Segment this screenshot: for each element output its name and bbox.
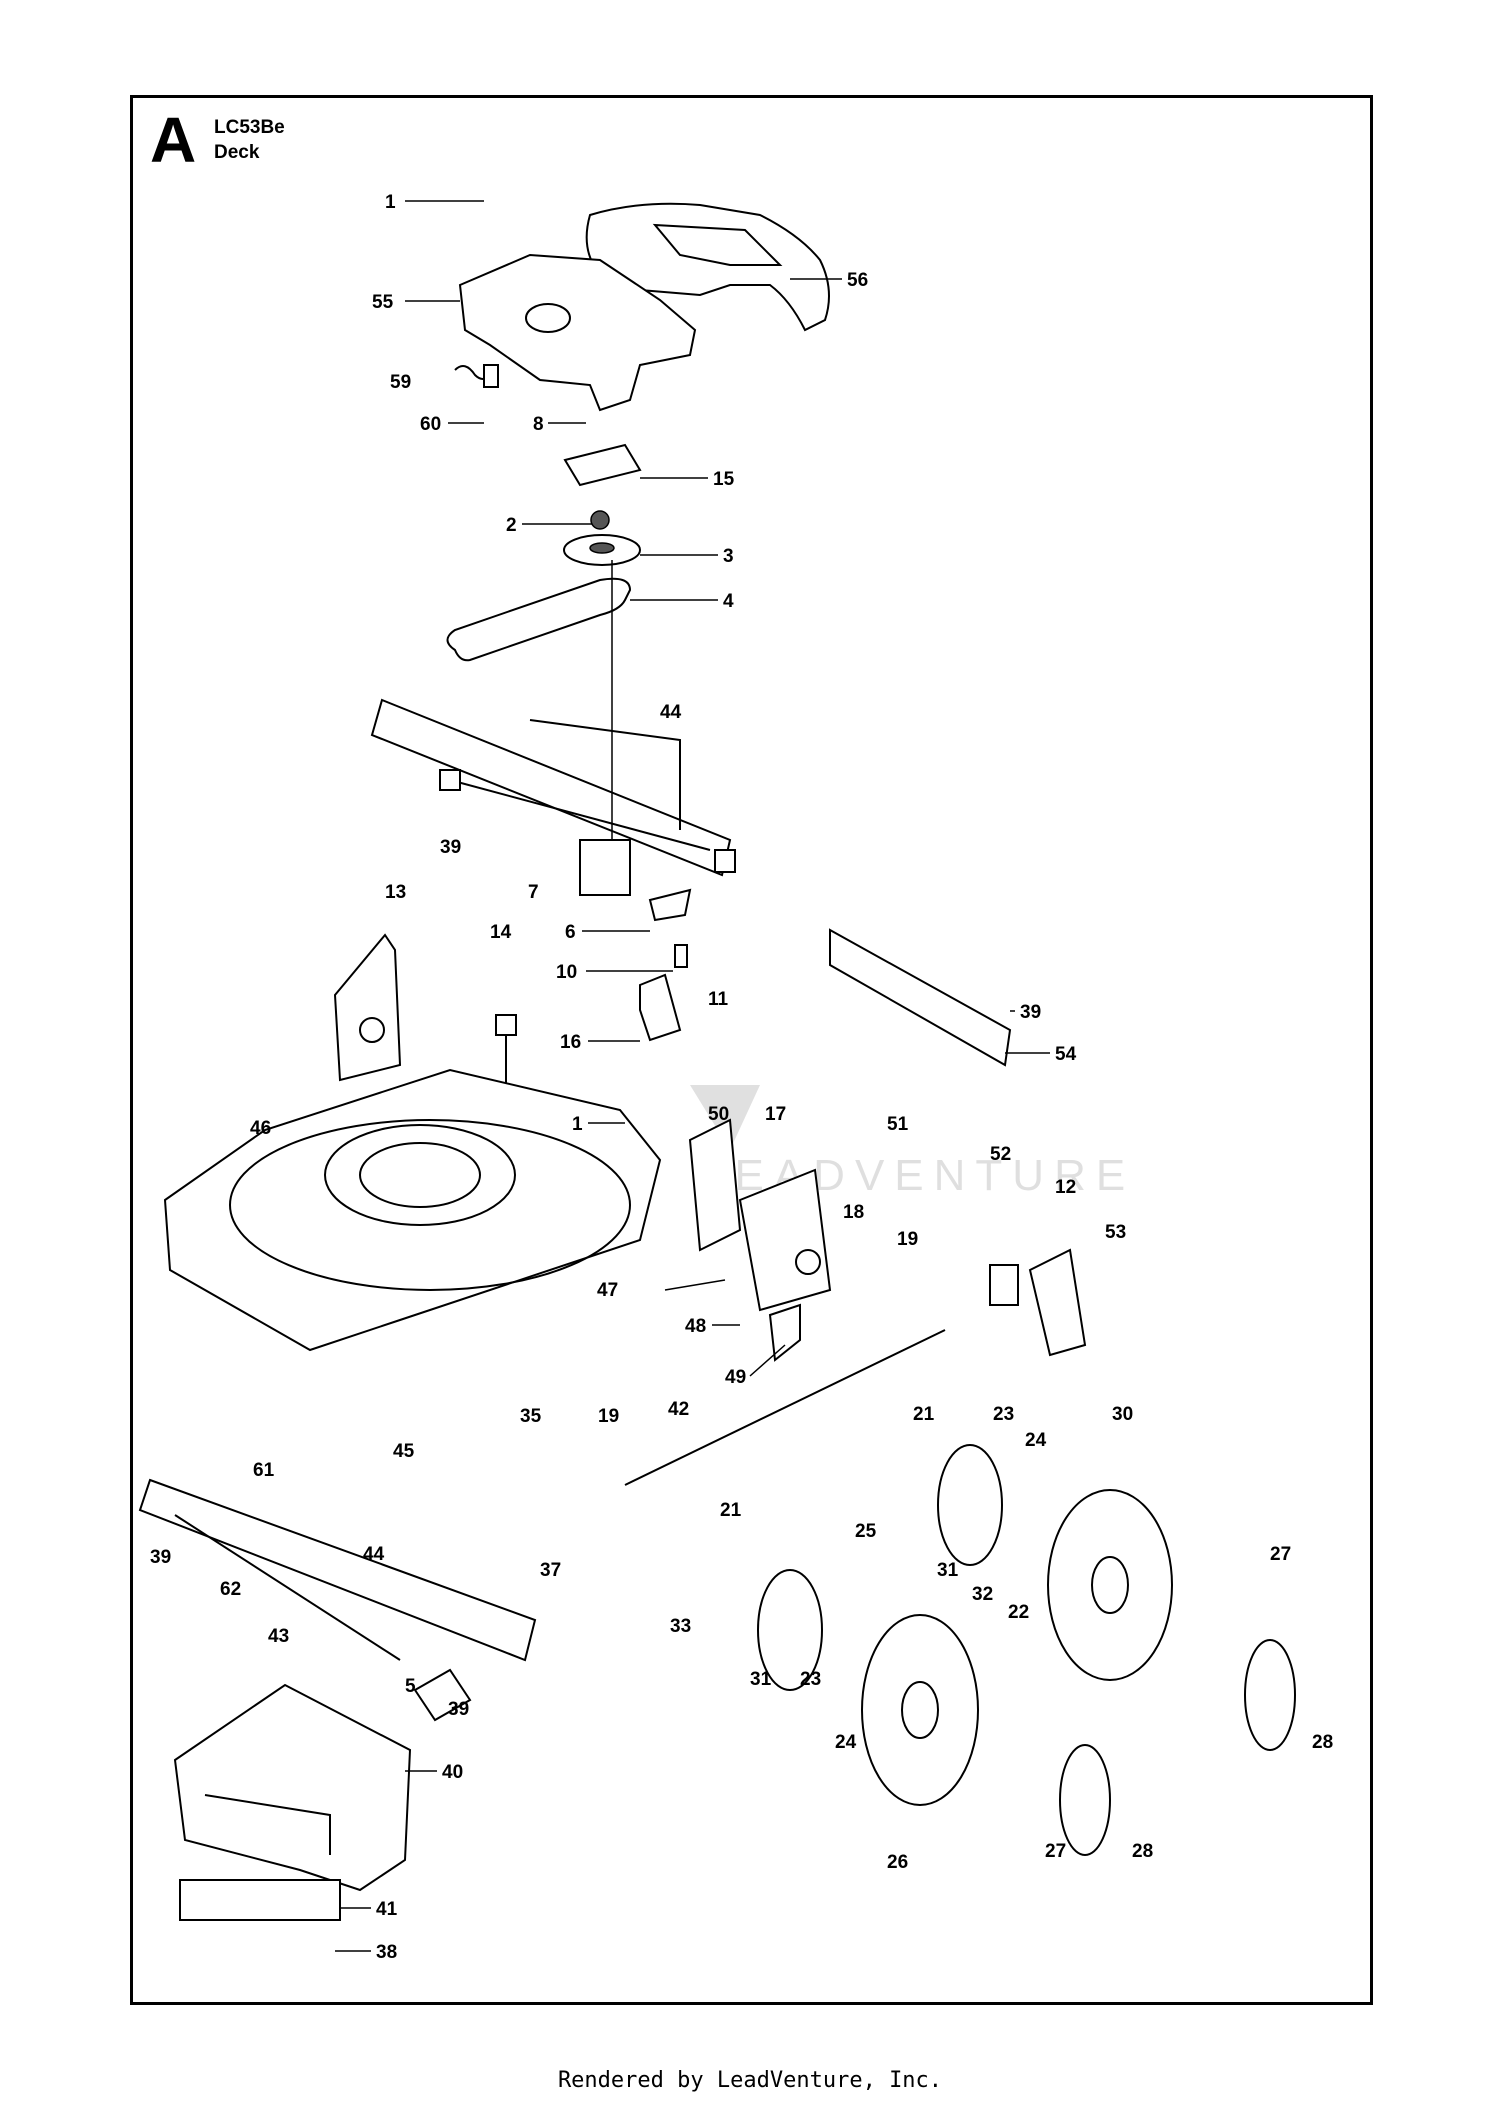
callout-17: 17	[765, 1104, 786, 1125]
callout-14: 14	[490, 922, 512, 943]
callout-55: 55	[372, 292, 394, 313]
callout-35: 35	[520, 1406, 542, 1427]
callout-26: 26	[887, 1852, 908, 1873]
callout-25: 25	[855, 1521, 877, 1542]
callout-18: 18	[843, 1202, 864, 1223]
spring-10	[674, 944, 688, 968]
callout-37: 37	[540, 1560, 561, 1581]
callout-39d: 39	[448, 1699, 469, 1720]
callout-19a: 19	[897, 1229, 918, 1250]
callout-21b: 21	[720, 1500, 742, 1521]
bracket-11	[639, 973, 682, 1042]
callout-59: 59	[390, 372, 411, 393]
model-name: LC53Be	[214, 117, 285, 138]
callout-10: 10	[556, 962, 577, 983]
callout-44b: 44	[363, 1544, 385, 1565]
wheel-disc-31-right	[937, 1444, 1003, 1566]
callout-44a: 44	[660, 702, 682, 723]
belt-4	[446, 577, 632, 662]
callout-22: 22	[1008, 1602, 1029, 1623]
callout-3: 3	[723, 546, 734, 567]
height-adjuster-50	[688, 1118, 832, 1362]
callout-2: 2	[506, 515, 517, 536]
callout-23a: 23	[993, 1404, 1014, 1425]
pulley-3	[563, 534, 641, 566]
upper-housing-part	[458, 253, 697, 412]
callout-39a: 39	[440, 837, 461, 858]
callout-48: 48	[685, 1316, 706, 1337]
callout-61: 61	[253, 1460, 275, 1481]
callout-labels: 1 55 56 59 60 8 15 2 3 4 44 39 7 13 14 6…	[150, 192, 1333, 1963]
callout-28a: 28	[1312, 1732, 1333, 1753]
callout-21a: 21	[913, 1404, 935, 1425]
callout-32: 32	[972, 1584, 993, 1605]
callout-12: 12	[1055, 1177, 1076, 1198]
callout-16: 54	[1055, 1044, 1077, 1065]
callout-15: 15	[713, 469, 735, 490]
callout-1b: 1	[572, 1114, 583, 1135]
callout-24a: 24	[1025, 1430, 1047, 1451]
callout-54: 39	[1020, 1002, 1041, 1023]
callout-11: 16	[560, 1032, 581, 1053]
callout-24b: 24	[835, 1732, 857, 1753]
wheel-cap-27-left	[1059, 1744, 1111, 1856]
wheel-disc-31-left	[757, 1569, 823, 1691]
callout-40: 40	[442, 1762, 463, 1783]
nut-2	[590, 510, 610, 530]
nut-60	[483, 364, 499, 388]
callout-39b: 11	[708, 989, 729, 1010]
callout-49: 49	[725, 1367, 746, 1388]
callout-1a: 1	[385, 192, 396, 213]
callout-52: 52	[990, 1144, 1011, 1165]
callout-43: 43	[268, 1626, 289, 1647]
callout-41: 41	[376, 1899, 398, 1920]
callout-4: 4	[723, 591, 734, 612]
callout-6: 6	[565, 922, 576, 943]
callout-27a: 27	[1270, 1544, 1291, 1565]
grass-catcher-40	[173, 1683, 412, 1921]
section-letter: A	[150, 104, 197, 176]
callout-5: 5	[405, 1676, 416, 1697]
diagram-frame	[130, 95, 1373, 2005]
front-wheel-26	[861, 1614, 979, 1806]
bracket-15	[563, 443, 642, 487]
height-lever-6	[648, 888, 692, 922]
callout-13: 13	[385, 882, 406, 903]
callout-19b: 19	[598, 1406, 619, 1427]
callout-39c: 39	[150, 1547, 171, 1568]
callout-60: 60	[420, 414, 441, 435]
callout-28b: 28	[1132, 1841, 1153, 1862]
callout-38: 38	[376, 1942, 397, 1963]
section-name: Deck	[214, 142, 260, 163]
callout-33: 33	[670, 1616, 691, 1637]
callout-31a: 31	[937, 1560, 959, 1581]
callout-7: 7	[528, 882, 539, 903]
callout-30: 30	[1112, 1404, 1133, 1425]
callout-8: 8	[533, 414, 544, 435]
callout-45: 45	[393, 1441, 415, 1462]
callout-23b: 23	[800, 1669, 821, 1690]
callout-56: 56	[847, 270, 868, 291]
rear-bar-16	[829, 928, 1012, 1067]
rear-axle-assembly	[370, 698, 736, 896]
callout-51: 51	[887, 1114, 909, 1135]
callout-31b: 31	[750, 1669, 772, 1690]
callout-42: 42	[668, 1399, 689, 1420]
callout-46: 46	[250, 1118, 271, 1139]
wheel-cap-27-right	[1244, 1639, 1296, 1751]
callout-62: 62	[220, 1579, 241, 1600]
callout-47: 47	[597, 1280, 618, 1301]
footer-credit: Rendered by LeadVenture, Inc.	[557, 2068, 943, 2093]
callout-53: 53	[1105, 1222, 1126, 1243]
side-plate-13	[333, 933, 402, 1082]
rear-wheel-30	[1047, 1489, 1173, 1681]
handle-grip-12	[989, 1248, 1087, 1357]
front-axle-assembly	[138, 1478, 537, 1722]
callout-27b: 27	[1045, 1841, 1066, 1862]
callout-50: 50	[708, 1104, 729, 1125]
rod-42	[624, 1329, 946, 1486]
deck-housing-46	[163, 1068, 662, 1352]
